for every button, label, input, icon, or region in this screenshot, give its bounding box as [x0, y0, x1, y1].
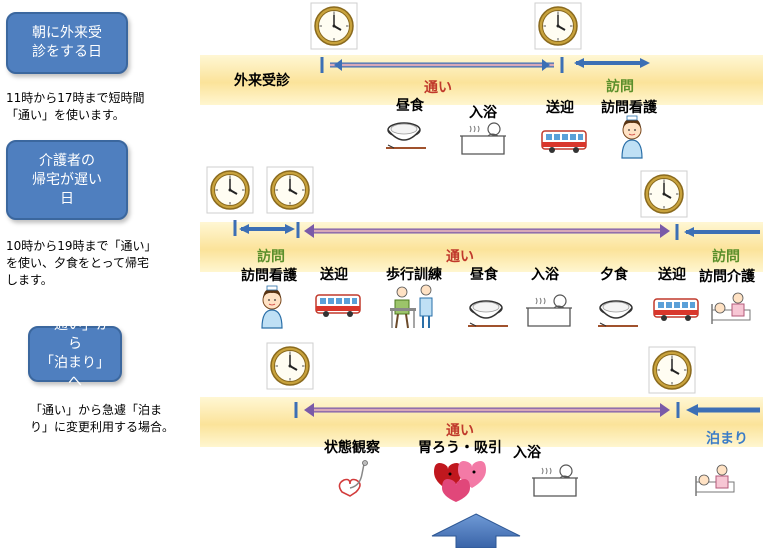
- timeline-arrows-1: [320, 57, 650, 73]
- hearts-icon: [430, 456, 494, 504]
- timeline-arrows-3: [294, 402, 760, 418]
- bath-icon: [524, 292, 574, 328]
- label-bath-3: 入浴: [513, 445, 541, 461]
- badge-caregiver-late: 介護者の帰宅が遅い日: [6, 140, 128, 220]
- nurse-icon: [252, 282, 292, 330]
- clock-icon: [266, 342, 314, 390]
- description-morning-outpatient: 11時から17時まで短時間 「通い」を使います。: [6, 91, 145, 122]
- description-tsuuai-to-stay: 「通い」から急遽「泊ま り」に変更利用する場合。: [30, 403, 175, 434]
- label-bath-1: 入浴: [469, 105, 497, 121]
- caregiver-bed-icon: [692, 462, 736, 498]
- label-visit-nursing-2: 訪問看護: [241, 268, 297, 284]
- label-lunch-1: 昼食: [396, 98, 424, 114]
- badge-morning-outpatient: 朝に外来受診をする日: [6, 12, 128, 74]
- label-tsuuai-1: 通い: [424, 80, 452, 96]
- caregiver-bed-icon: [708, 290, 752, 326]
- clock-icon: [206, 166, 254, 214]
- label-walk-training: 歩行訓練: [386, 267, 442, 283]
- label-transport-2a: 送迎: [320, 267, 348, 283]
- walking-training-icon: [386, 282, 440, 330]
- badge-tsuuai-to-stay: 「通い」から「泊まり」へ: [28, 317, 122, 390]
- label-visit-nursing-1: 訪問看護: [601, 100, 657, 116]
- rice-bowl-icon: [382, 116, 428, 152]
- timeline-band-3: [200, 397, 763, 447]
- clock-icon: [648, 346, 696, 394]
- label-lunch-2: 昼食: [470, 267, 498, 283]
- label-tsuuai-3: 通い: [446, 423, 474, 439]
- bus-icon: [652, 296, 700, 322]
- clock-icon: [640, 170, 688, 218]
- label-houmon-2-right: 訪問: [712, 249, 740, 265]
- label-tsuuai-2: 通い: [446, 249, 474, 265]
- clock-icon: [266, 166, 314, 214]
- label-stay: 泊まり: [706, 431, 748, 447]
- timeline-arrows-2: [233, 220, 760, 240]
- label-tube-feeding: 胃ろう・吸引: [418, 440, 502, 456]
- label-observation: 状態観察: [324, 440, 380, 456]
- nurse-icon: [612, 112, 652, 160]
- rice-bowl-icon: [594, 294, 640, 330]
- description-caregiver-late: 10時から19時まで「通い」 を使い、夕食をとって帰宅 します。: [6, 239, 157, 287]
- label-dinner: 夕食: [600, 267, 628, 283]
- label-houmon-2-left: 訪問: [257, 249, 285, 265]
- label-transport-1: 送迎: [546, 100, 574, 116]
- bath-icon: [530, 462, 580, 498]
- bus-icon: [314, 292, 362, 318]
- stethoscope-icon: [334, 458, 374, 498]
- label-bath-2: 入浴: [531, 267, 559, 283]
- bath-icon: [458, 120, 508, 156]
- label-visit-care: 訪問介護: [699, 269, 755, 285]
- up-arrow-icon: [431, 513, 521, 548]
- bus-icon: [540, 128, 588, 154]
- label-transport-2b: 送迎: [658, 267, 686, 283]
- label-outpatient: 外来受診: [234, 73, 290, 89]
- label-houmon-1: 訪問: [606, 79, 634, 95]
- rice-bowl-icon: [464, 294, 510, 330]
